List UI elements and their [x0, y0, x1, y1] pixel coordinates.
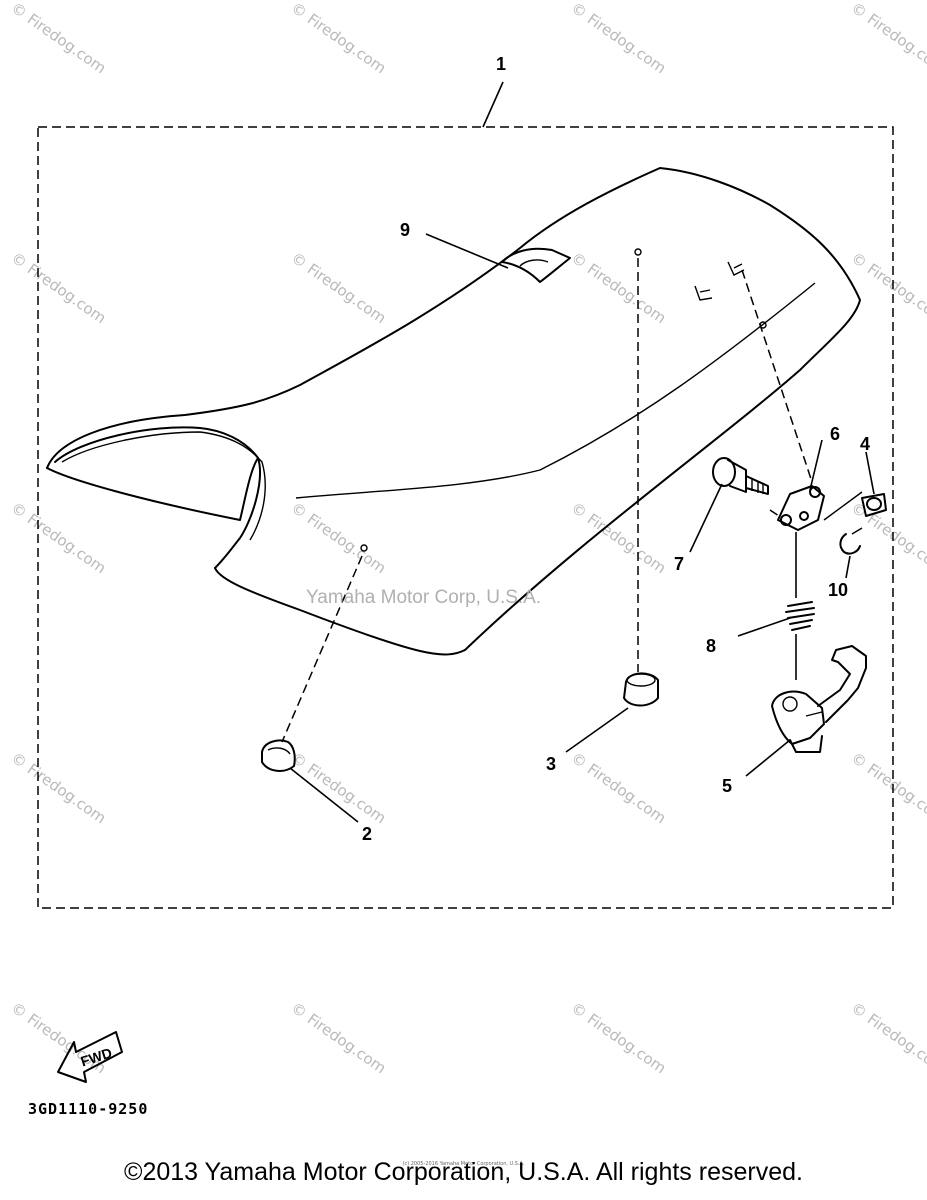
- part-4-nut: [823, 491, 887, 521]
- callout-5: 5: [722, 776, 732, 796]
- watermark-text: © Firedog.com: [848, 999, 927, 1078]
- part-code: 3GD1110-9250: [28, 1100, 149, 1118]
- leader-line-1: [482, 81, 504, 128]
- watermark-text: © Firedog.com: [848, 499, 927, 578]
- callout-leaders: [289, 233, 875, 823]
- part-2-damper: [261, 739, 296, 772]
- callout-1: 1: [496, 54, 506, 74]
- watermark-text: © Firedog.com: [8, 749, 110, 828]
- watermark-text: © Firedog.com: [568, 749, 670, 828]
- callout-2: 2: [362, 824, 372, 844]
- watermark-layer: © Firedog.com © Firedog.com © Firedog.com ©…: [8, 0, 927, 1077]
- center-watermark: Yamaha Motor Corp, U.S.A.: [306, 587, 541, 608]
- callout-4: 4: [860, 434, 870, 454]
- copyright-notice: ©2013 Yamaha Motor Corporation, U.S.A. A…: [124, 1158, 803, 1186]
- alignment-lines: [281, 258, 813, 743]
- part-7-bolt: [712, 457, 769, 495]
- part-6-bracket: [777, 485, 825, 531]
- watermark-text: © Firedog.com: [288, 249, 390, 328]
- tiny-notice: (c) 2005-2016 Yamaha Motor Corporation, …: [402, 1161, 525, 1167]
- watermark-text: © Firedog.com: [288, 749, 390, 828]
- watermark-text: © Firedog.com: [568, 999, 670, 1078]
- part-5-latch: [771, 645, 867, 753]
- callout-7: 7: [674, 554, 684, 574]
- watermark-text: © Firedog.com: [8, 0, 110, 77]
- watermark-text: © Firedog.com: [8, 249, 110, 328]
- watermark-text: © Firedog.com: [288, 999, 390, 1078]
- watermark-text: © Firedog.com: [848, 749, 927, 828]
- watermark-text: © Firedog.com: [8, 499, 110, 578]
- part-3-damper: [623, 672, 659, 707]
- seat-illustration: [46, 167, 861, 656]
- part-10-clip: [839, 527, 863, 555]
- callout-3: 3: [546, 754, 556, 774]
- watermark-text: © Firedog.com: [848, 249, 927, 328]
- callout-6: 6: [830, 424, 840, 444]
- watermark-text: © Firedog.com: [288, 499, 390, 578]
- callout-8: 8: [706, 636, 716, 656]
- part-8-spring: [785, 532, 815, 680]
- callout-9: 9: [400, 220, 410, 240]
- watermark-text: © Firedog.com: [568, 249, 670, 328]
- watermark-text: © Firedog.com: [288, 0, 390, 77]
- assembly-boundary: [37, 126, 894, 909]
- watermark-text: © Firedog.com: [568, 499, 670, 578]
- fwd-arrow-icon: FWD: [57, 1031, 123, 1083]
- callout-10: 10: [828, 580, 848, 600]
- watermark-text: © Firedog.com: [568, 0, 670, 77]
- watermark-text: © Firedog.com: [848, 0, 927, 77]
